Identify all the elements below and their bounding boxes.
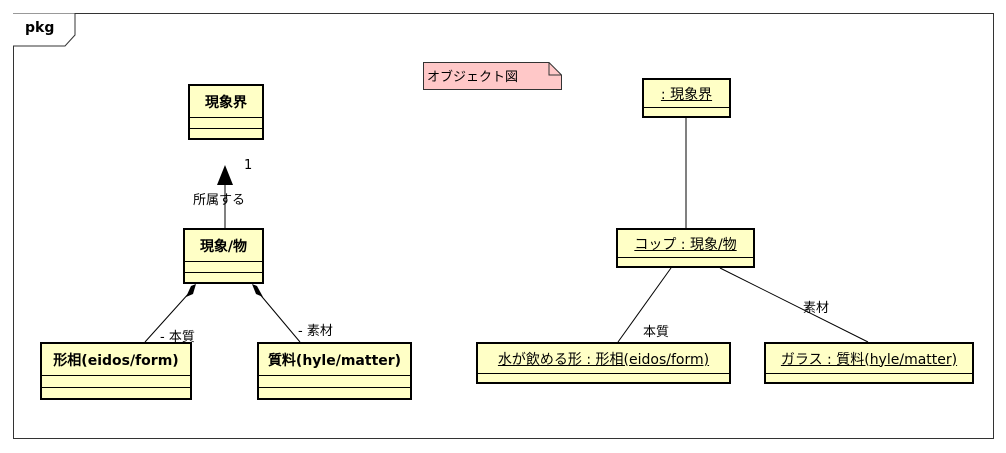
class-shitsuryou-attributes [259, 375, 410, 387]
package-frame [13, 13, 994, 439]
cup-glass-link [719, 267, 869, 343]
object-glass-box[interactable]: ガラス : 質料(hyle/matter) [764, 342, 974, 384]
object-essence-label: 本質 [643, 325, 670, 340]
belongs-label: 所属する [193, 193, 246, 208]
package-tab [13, 13, 76, 47]
object-genkai-name: : 現象界 [660, 86, 713, 103]
class-keisou-box[interactable]: 形相(eidos/form) [40, 342, 192, 400]
object-genkai-slots [644, 107, 729, 117]
material-role-label: - 素材 [298, 324, 333, 339]
class-mono-box[interactable]: 現象/物 [183, 228, 264, 284]
package-label: pkg [25, 20, 55, 36]
belongs-multiplicity: 1 [244, 158, 253, 173]
cup-water-link [617, 267, 672, 343]
class-keisou-name: 形相(eidos/form) [53, 352, 179, 369]
class-genkai-operations [190, 128, 262, 139]
essence-role-label: - 本質 [160, 330, 195, 345]
material-composition-line [257, 291, 301, 343]
object-genkai-box[interactable]: : 現象界 [642, 78, 731, 118]
class-keisou-operations [42, 387, 190, 399]
essence-diamond [186, 284, 196, 297]
class-mono-name: 現象/物 [199, 238, 248, 255]
material-diamond [252, 284, 263, 297]
object-material-label: 素材 [803, 301, 830, 316]
object-cup-name: コップ : 現象/物 [634, 236, 737, 253]
object-water-slots [478, 373, 729, 383]
class-shitsuryou-operations [259, 387, 410, 399]
object-water-name: 水が飲める形 : 形相(eidos/form) [497, 351, 710, 368]
belongs-arrowhead [217, 165, 233, 185]
object-cup-slots [618, 257, 753, 267]
essence-composition-line [144, 291, 191, 343]
class-shitsuryou-box[interactable]: 質料(hyle/matter) [257, 342, 412, 400]
class-shitsuryou-name: 質料(hyle/matter) [267, 352, 402, 369]
note-shape [423, 62, 562, 90]
object-water-box[interactable]: 水が飲める形 : 形相(eidos/form) [476, 342, 731, 384]
object-glass-name: ガラス : 質料(hyle/matter) [780, 351, 958, 368]
class-genkai-box[interactable]: 現象界 [188, 84, 264, 140]
object-glass-slots [766, 373, 972, 383]
class-mono-attributes [185, 261, 262, 272]
note-text: オブジェクト図 [427, 70, 519, 85]
class-genkai-attributes [190, 117, 262, 128]
class-genkai-name: 現象界 [205, 94, 247, 111]
class-keisou-attributes [42, 375, 190, 387]
object-cup-box[interactable]: コップ : 現象/物 [616, 228, 755, 268]
class-mono-operations [185, 272, 262, 283]
